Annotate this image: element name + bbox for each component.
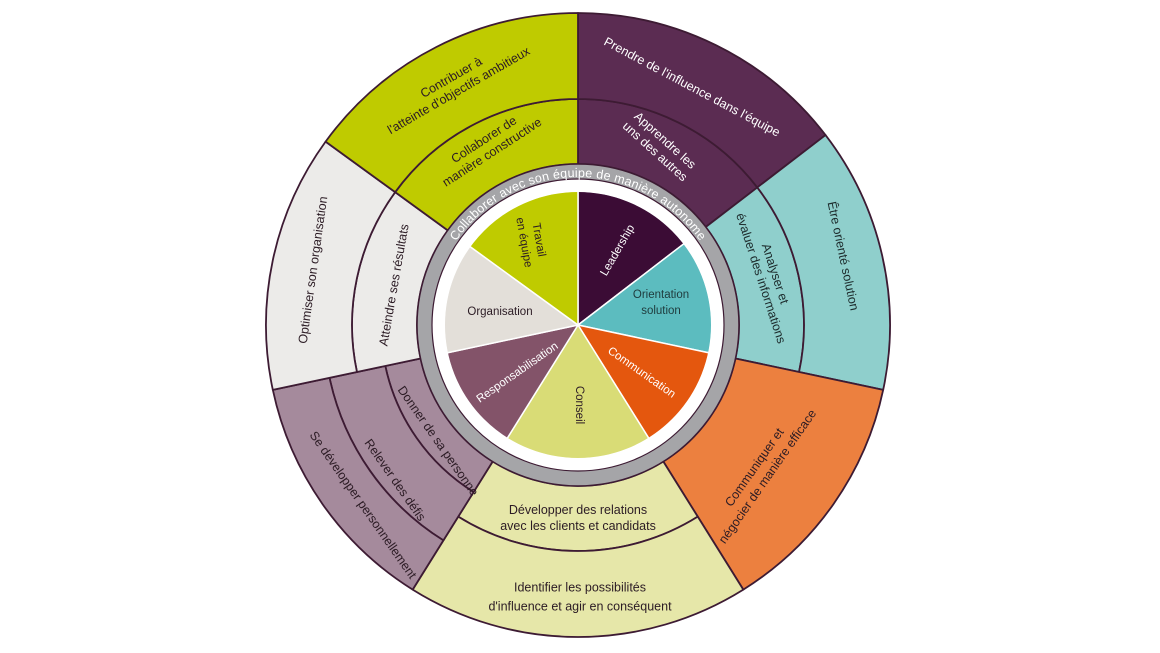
core-label-organisation: Organisation bbox=[467, 306, 532, 318]
wheel-body bbox=[265, 12, 891, 638]
core-label-conseil: Conseil bbox=[573, 386, 585, 424]
ring-band bbox=[417, 164, 739, 486]
segment-travail-en-equipe-outer bbox=[324, 12, 579, 194]
